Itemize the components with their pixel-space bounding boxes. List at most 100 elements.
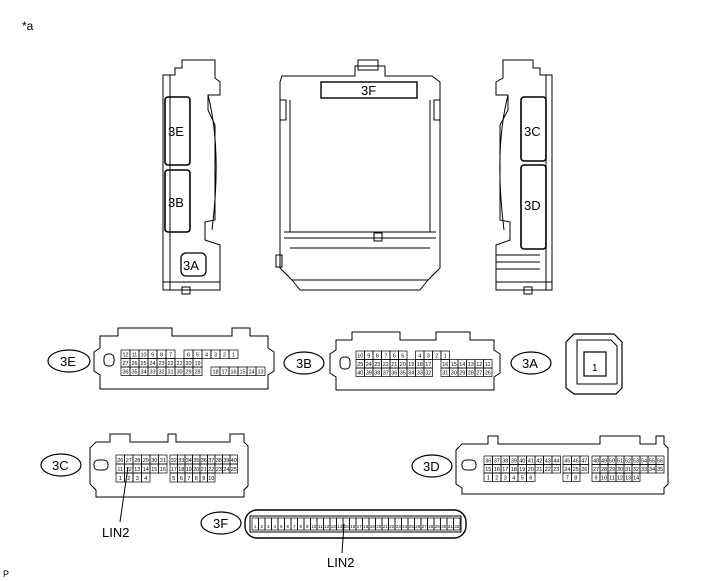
connector-3D-pin-number: 22 (545, 467, 551, 473)
left-slot-3A (180, 252, 207, 277)
connector-3D-pin-number: 4 (512, 476, 515, 482)
connector-3E-cell (228, 349, 239, 359)
connector-3E-pin-number: 35 (131, 370, 137, 376)
connector-3C-pin-number: 12 (126, 467, 132, 473)
connector-3C-pin-number: 17 (171, 467, 177, 473)
connector-3F-pin-number: 9 (306, 524, 309, 529)
connector-3F-pin-number: 7 (293, 524, 296, 529)
connector-3B-pin-number: 15 (451, 362, 457, 368)
connector-3F-pin-number: 18 (363, 524, 369, 529)
connector-3F-pin-number: 2 (260, 524, 263, 529)
connector-3C-pin-number: 36 (201, 458, 207, 464)
connector-3C-pin-number: 16 (160, 467, 166, 473)
connector-3D-cell (631, 472, 641, 482)
connector-3D-pin-number: 20 (528, 467, 534, 473)
right-slot-3C (520, 96, 547, 162)
connector-3D-pin-number: 18 (511, 467, 517, 473)
right-side-view (495, 59, 553, 295)
connector-3E-pin-number: 27 (122, 361, 128, 367)
connector-3D-pin-number: 29 (609, 467, 615, 473)
connector-3F-pin-number: 29 (435, 524, 441, 529)
connector-3C-cell (207, 472, 216, 483)
connector-3C-pin-number: 34 (186, 458, 192, 464)
connector-3C-pin-number: 6 (180, 476, 183, 482)
connector-3B-pin-number: 22 (383, 362, 389, 368)
connector-3B-pin-number: 2 (435, 354, 438, 360)
connector-3E-pin-number: 23 (158, 361, 164, 367)
connector-3B-pin-number: 28 (468, 371, 474, 377)
connector-3C-pin-number: 28 (134, 458, 140, 464)
connector-3D-pin-number: 34 (649, 467, 655, 473)
connector-3C-pin-number: 24 (223, 467, 229, 473)
connector-3D-pin-number: 10 (601, 476, 607, 482)
connector-3F-pin-number: 6 (286, 524, 289, 529)
connector-3D-pin-number: 30 (617, 467, 623, 473)
connector-3F-pin-number: 17 (357, 524, 363, 529)
connector-3E-pin-number: 25 (140, 361, 146, 367)
connector-3F-pin-number: 30 (441, 524, 447, 529)
connector-3D-pin-number: 55 (649, 459, 655, 465)
connector-3E-pin-number: 17 (221, 370, 227, 376)
connector-3C-pin-number: 9 (202, 476, 205, 482)
figure-label: *a (22, 19, 34, 33)
connector-3F-pin-number: 15 (344, 524, 350, 529)
connector-3D-pin-number: 26 (581, 467, 587, 473)
connector-3D-pin-number: 32 (633, 467, 639, 473)
connector-3B-pin-number: 36 (391, 371, 397, 377)
connector-3E-pin-number: 7 (169, 353, 172, 359)
connector-3D-pin-number: 23 (553, 467, 559, 473)
connector-3B-pin-number: 1 (444, 354, 447, 360)
connector-3E-pin-number: 30 (176, 370, 182, 376)
connector-3B-pin-number: 9 (367, 354, 370, 360)
connector-3F-pin-number: 31 (448, 524, 454, 529)
center-front-view (275, 59, 441, 291)
connector-3C-pin-number: 35 (193, 458, 199, 464)
connector-3D-pin-number: 13 (625, 476, 631, 482)
center-3F-slot (320, 81, 418, 99)
connector-3D-pin-number: 5 (521, 476, 524, 482)
connector-3E-cell (192, 366, 203, 376)
connector-3F-pin-number: 24 (402, 524, 408, 529)
connector-3E-pin-number: 29 (185, 370, 191, 376)
connector-3B-pin-number: 29 (459, 371, 465, 377)
connector-3C-pin-number: 33 (178, 458, 184, 464)
connector-3F-pin-number: 5 (280, 524, 283, 529)
connector-3C-pin-number: 3 (136, 476, 139, 482)
connector-3E-pin-number: 9 (151, 353, 154, 359)
connector-3E-pin-number: 36 (122, 370, 128, 376)
connector-3D-pin-number: 47 (581, 459, 587, 465)
connector-3D-pin-number: 7 (566, 476, 569, 482)
connector-3B-pin-number: 8 (376, 354, 379, 360)
connector-3E-pin-number: 14 (248, 370, 254, 376)
connector-3E-pin-number: 3 (214, 353, 217, 359)
connector-3E-pin-number: 1 (232, 353, 235, 359)
connector-3D-pin-number: 3 (504, 476, 507, 482)
connector-3F-pin-number: 11 (318, 524, 323, 529)
connector-3C-pin-number: 31 (160, 458, 166, 464)
connector-3E-pin-number: 5 (196, 353, 199, 359)
left-slot-3B (164, 169, 191, 233)
connector-3B-pin-number: 25 (357, 362, 363, 368)
connector-3F-pin-number: 14 (337, 524, 343, 529)
connector-3B-pin-number: 19 (408, 362, 414, 368)
connector-3C-pin-number: 19 (186, 467, 192, 473)
connector-3F-pin-number: 21 (383, 524, 389, 529)
connector-3B-cell (483, 367, 493, 377)
connector-3B-pin-number: 31 (442, 371, 448, 377)
connector-3F-pin-number: 23 (396, 524, 402, 529)
connector-3D-pin-number: 19 (519, 467, 525, 473)
connector-3F-pin-number: 32 (454, 524, 460, 529)
connector-3E-pin-number: 20 (185, 361, 191, 367)
left-slot-3E-label: 3E (168, 124, 184, 139)
connector-3E-pin-number: 12 (122, 353, 128, 359)
connector-3E-pin-number: 24 (149, 361, 155, 367)
connector-3F-pin-number: 8 (299, 524, 302, 529)
connector-3B-pin-number: 24 (366, 362, 372, 368)
connector-3C-pin-number: 7 (187, 476, 190, 482)
connector-3C-pin-number: 14 (143, 467, 149, 473)
connector-3D-pin-number: 42 (536, 459, 542, 465)
